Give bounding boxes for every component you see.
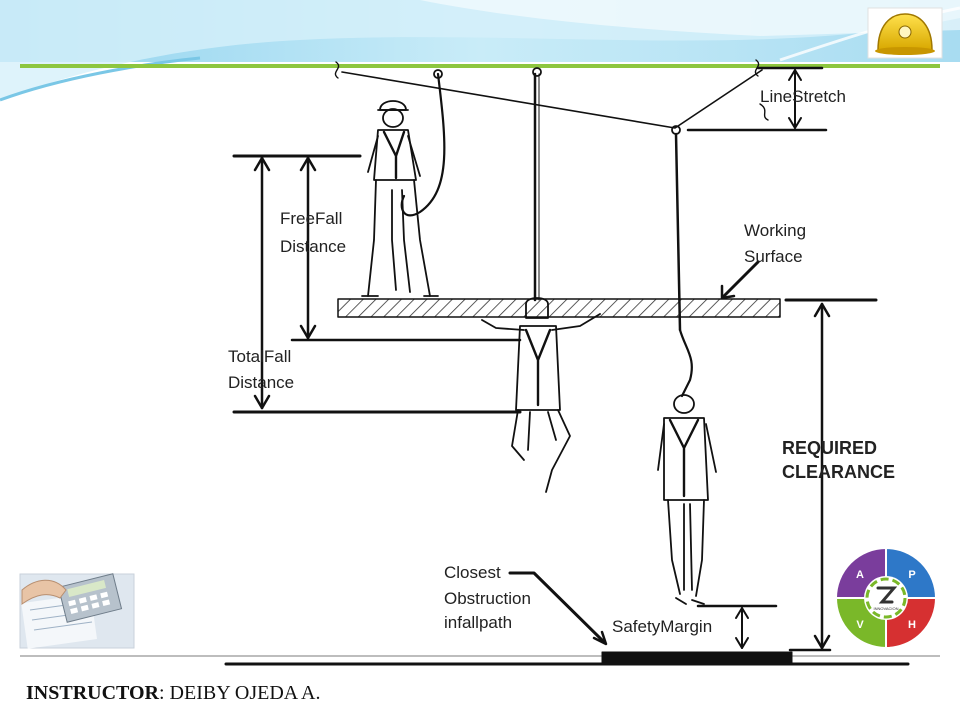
label-line-stretch: LineStretch bbox=[760, 87, 846, 106]
horizontal-lifeline bbox=[341, 69, 763, 129]
helmet-logo bbox=[867, 7, 943, 59]
header-decoration bbox=[0, 0, 960, 102]
label-free-fall-1: FreeFall bbox=[280, 209, 342, 228]
logo-letter-p: P bbox=[908, 569, 915, 581]
instructor-label: INSTRUCTOR bbox=[26, 682, 159, 704]
logo-letter-h: H bbox=[908, 619, 916, 631]
instructor-name: : DEIBY OJEDA A. bbox=[159, 682, 321, 704]
label-closest-2: Obstruction bbox=[444, 589, 531, 608]
label-closest-1: Closest bbox=[444, 563, 501, 582]
label-working-2: Surface bbox=[744, 247, 803, 266]
apvh-logo: INNOVACION A P V H bbox=[834, 546, 938, 650]
label-total-fall-2: Distance bbox=[228, 373, 294, 392]
closest-obstruction-leader bbox=[508, 571, 606, 644]
label-safety-margin: SafetyMargin bbox=[612, 617, 712, 636]
worker-arrested bbox=[657, 125, 717, 605]
worker-falling bbox=[481, 67, 601, 493]
logo-letter-a: A bbox=[856, 569, 864, 581]
line-stretch-leader bbox=[759, 103, 769, 121]
label-working-1: Working bbox=[744, 221, 806, 240]
diagram-labels: LineStretch FreeFall Distance Working Su… bbox=[228, 87, 895, 636]
closest-obstruction bbox=[601, 651, 793, 665]
label-required-1: REQUIRED bbox=[782, 438, 877, 458]
lifeline-break-left bbox=[334, 61, 340, 79]
worker-standing bbox=[361, 69, 446, 297]
label-closest-3: infallpath bbox=[444, 613, 512, 632]
instructor-footer: INSTRUCTOR: DEIBY OJEDA A. bbox=[26, 682, 320, 705]
hand-icon bbox=[21, 579, 67, 605]
working-surface-leader bbox=[722, 260, 760, 298]
label-free-fall-2: Distance bbox=[280, 237, 346, 256]
label-required-2: CLEARANCE bbox=[782, 462, 895, 482]
working-surface bbox=[337, 298, 781, 318]
logo-letter-v: V bbox=[856, 619, 864, 631]
logo-center-text: INNOVACION bbox=[873, 606, 898, 611]
label-total-fall-1: TotalFall bbox=[228, 347, 291, 366]
fall-clearance-diagram bbox=[224, 59, 910, 666]
logo-center-mark bbox=[876, 586, 898, 604]
calculator-image bbox=[19, 573, 135, 649]
